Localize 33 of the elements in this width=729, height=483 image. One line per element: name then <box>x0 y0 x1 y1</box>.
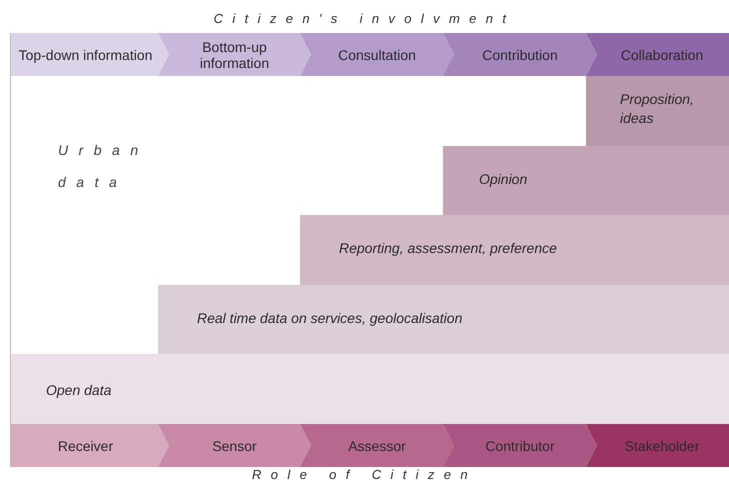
step-label: Assessor <box>348 438 406 454</box>
heading: Citizen's involvment <box>212 10 516 28</box>
level-band <box>586 76 729 146</box>
level-label: Real time data on services, geolocalisation <box>197 309 462 328</box>
step-label: Contributor <box>485 438 555 454</box>
level-label: Open data <box>46 381 112 400</box>
chevron-step <box>443 33 597 76</box>
step-label: Top-down information <box>18 46 152 62</box>
chevron-step <box>158 33 311 76</box>
level-label: Opinion <box>479 170 528 189</box>
level-band <box>158 285 729 354</box>
level-label: Proposition, ideas <box>620 90 695 128</box>
axis-label: Role of Citizen <box>251 467 478 483</box>
step-label: Stakeholder <box>624 438 700 454</box>
chevron-step <box>586 33 729 76</box>
chevron-step <box>300 424 454 467</box>
step-label: Sensor <box>212 438 257 454</box>
chevron-step <box>300 33 454 76</box>
chevron-step <box>586 424 729 467</box>
chevron-step <box>11 33 169 76</box>
level-band <box>300 215 729 285</box>
step-label: Collaboration <box>620 46 704 62</box>
step-label: Bottom-up information <box>198 38 270 70</box>
level-band <box>11 354 729 424</box>
chevron-step <box>158 424 311 467</box>
axis-label: Urban data <box>58 141 150 192</box>
level-label: Reporting, assessment, preference <box>339 239 557 258</box>
step-label: Contribution <box>482 46 558 62</box>
chevron-step <box>11 424 169 467</box>
chevron-step <box>443 424 597 467</box>
step-label: Consultation <box>338 46 416 62</box>
level-band <box>443 146 729 215</box>
step-label: Receiver <box>58 438 114 454</box>
